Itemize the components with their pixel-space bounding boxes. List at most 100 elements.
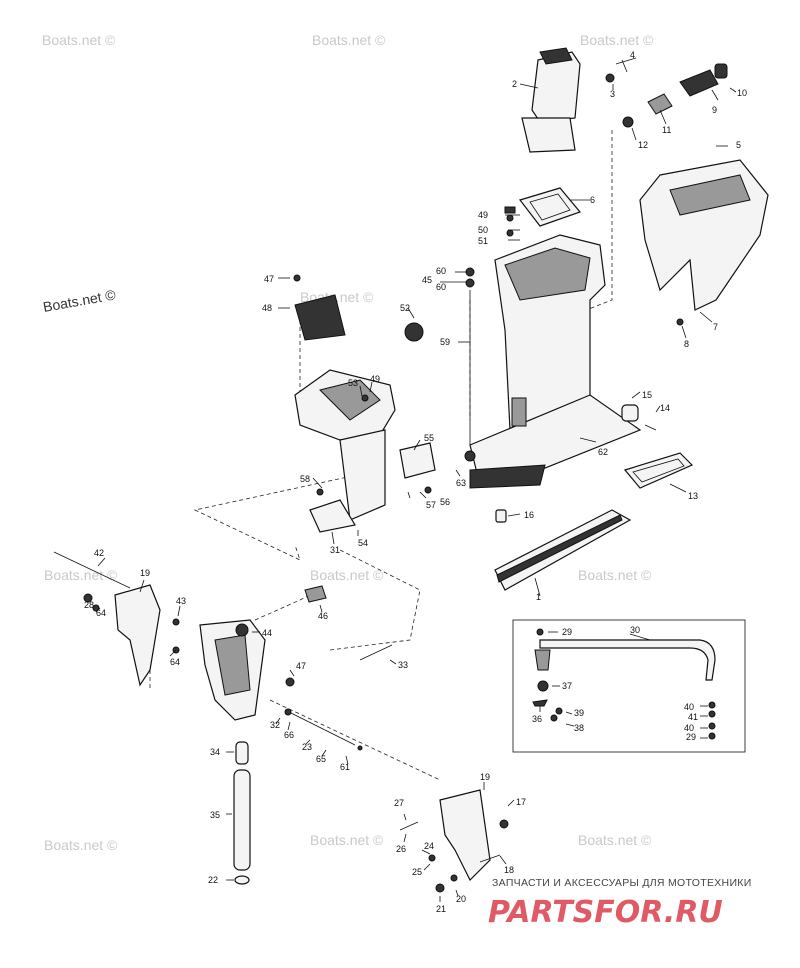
callout: 18 (504, 865, 514, 875)
callout: 43 (176, 596, 186, 606)
callout: 22 (208, 875, 218, 885)
callout: 64 (170, 657, 180, 667)
callout: 7 (713, 322, 718, 332)
callout: 37 (562, 681, 572, 691)
callout: 60 (436, 266, 446, 276)
callout: 8 (684, 339, 689, 349)
callout: 27 (394, 798, 404, 808)
callout: 52 (400, 303, 410, 313)
callout: 54 (358, 538, 368, 548)
callout: 55 (424, 433, 434, 443)
callout: 56 (440, 497, 450, 507)
callout: 41 (688, 712, 698, 722)
callout: 60 (436, 282, 446, 292)
callout: 5 (736, 140, 741, 150)
callout: 35 (210, 810, 220, 820)
callout: 19 (140, 568, 150, 578)
watermark: Boats.net © (312, 32, 386, 48)
callout: 39 (574, 708, 584, 718)
leader-lines (95, 59, 737, 902)
inset-steering-arm (512, 619, 746, 753)
callout: 48 (262, 303, 272, 313)
watermark: Boats.net © (578, 567, 652, 583)
watermark: Boats.net © (310, 567, 384, 583)
callout: 59 (440, 337, 450, 347)
callout: 47 (264, 274, 274, 284)
callout: 2 (512, 79, 517, 89)
callout: 50 (478, 225, 488, 235)
callout: 65 (316, 754, 326, 764)
callout: 47 (296, 661, 306, 671)
callout: 64 (96, 608, 106, 618)
part-driveshaft-housing (464, 206, 642, 489)
callout-numbers: 2 3 4 5 6 7 8 9 10 11 12 13 14 15 16 17 … (84, 50, 747, 914)
callout: 13 (688, 491, 698, 501)
callout: 4 (630, 50, 635, 60)
watermark: Boats.net © (578, 832, 652, 848)
callout: 45 (422, 275, 432, 285)
callout: 16 (524, 510, 534, 520)
callout: 28 (84, 600, 94, 610)
brand-tagline: ЗАПЧАСТИ И АКСЕССУАРЫ ДЛЯ МОТОТЕХНИКИ (492, 877, 752, 889)
callout: 3 (610, 89, 615, 99)
watermark: Boats.net © (42, 286, 118, 315)
callout: 63 (456, 478, 466, 488)
callout: 31 (330, 545, 340, 555)
callout: 9 (712, 105, 717, 115)
watermark: Boats.net © (44, 837, 118, 853)
callout: 40 (684, 723, 694, 733)
callout: 58 (300, 474, 310, 484)
callout: 40 (684, 702, 694, 712)
callout: 32 (270, 720, 280, 730)
brand-logo: PARTSFOR.RU (488, 895, 723, 930)
watermark: Boats.net © (310, 832, 384, 848)
callout: 14 (660, 403, 670, 413)
callout: 49 (478, 210, 488, 220)
callout: 10 (737, 88, 747, 98)
part-clamp-brackets (53, 551, 509, 893)
callout: 51 (478, 236, 488, 246)
callout: 36 (532, 714, 542, 724)
watermark: Boats.net © (580, 32, 654, 48)
callout: 57 (426, 500, 436, 510)
callout: 25 (412, 867, 422, 877)
part-trim-strip (494, 509, 632, 591)
callout: 62 (598, 447, 608, 457)
part-tilt-tube (233, 741, 251, 885)
callout: 15 (642, 390, 652, 400)
callout: 20 (456, 894, 466, 904)
callout: 42 (94, 548, 104, 558)
callout: 19 (480, 772, 490, 782)
callout: 24 (424, 841, 434, 851)
callout: 12 (638, 140, 648, 150)
callout: 38 (574, 723, 584, 733)
part-seal-ring (623, 452, 694, 489)
callout: 26 (396, 844, 406, 854)
callout: 46 (318, 611, 328, 621)
callout: 61 (340, 762, 350, 772)
callout: 30 (630, 625, 640, 635)
callout: 44 (262, 628, 272, 638)
callout: 66 (284, 730, 294, 740)
callout: 23 (302, 742, 312, 752)
callout: 6 (590, 195, 595, 205)
callout: 29 (562, 627, 572, 637)
callout: 33 (398, 660, 408, 670)
part-housing-cover (639, 159, 769, 326)
part-upper-fasteners (605, 57, 728, 128)
watermark: Boats.net © (42, 32, 116, 48)
part-exhaust-tube (521, 47, 581, 153)
callout: 34 (210, 747, 220, 757)
part-gasket (518, 187, 582, 227)
callout: 11 (662, 125, 671, 135)
callout: 1 (536, 592, 541, 602)
part-adapter-housing (293, 274, 436, 533)
callout: 53 (348, 378, 358, 388)
callout: 29 (686, 732, 696, 742)
callout: 49 (370, 374, 380, 384)
part-mounts (495, 404, 657, 523)
brand-footer: ЗАПЧАСТИ И АКСЕССУАРЫ ДЛЯ МОТОТЕХНИКИ PA… (488, 877, 752, 930)
callout: 21 (436, 904, 446, 914)
watermark: Boats.net © (44, 567, 118, 583)
